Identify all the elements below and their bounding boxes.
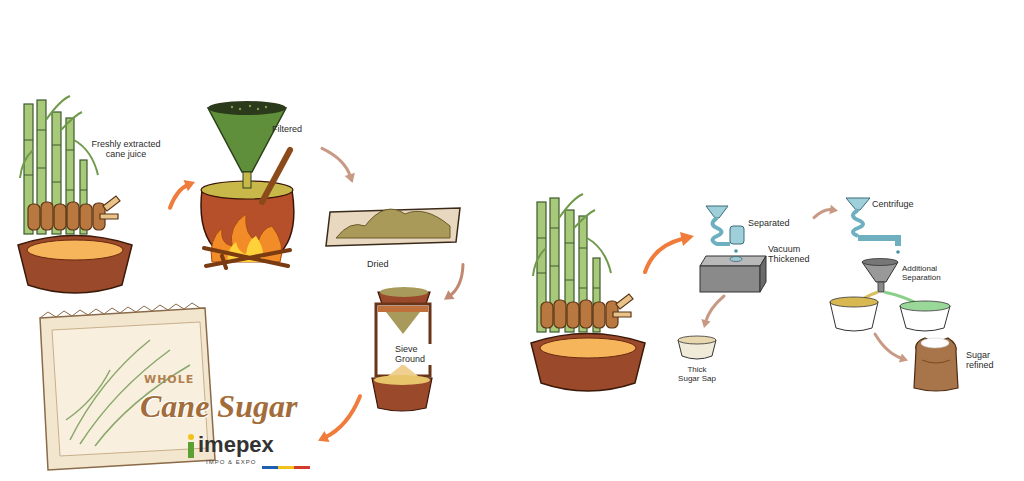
brand-title: Cane Sugar (140, 388, 316, 425)
brand-subtitle: WHOLE (144, 374, 234, 387)
step-label: Freshly extracted cane juice (84, 139, 168, 160)
cooking-pot (243, 172, 251, 188)
step-label: Thick Sugar Sap (676, 365, 718, 383)
vacuum-box (700, 256, 766, 266)
sap-bowl (678, 336, 716, 359)
flow-arrow (705, 296, 724, 323)
arrow-head (899, 353, 908, 362)
flow-arrow (645, 239, 682, 272)
flow-arrow (875, 334, 903, 359)
drying-tray (326, 208, 460, 246)
brand-tagline: IMPO & EXPO (206, 459, 256, 466)
cooking-pot (208, 108, 286, 172)
step-label: Separated (748, 218, 798, 228)
step-label: Sugar refined (966, 350, 1004, 371)
process-stage: Thick Sugar Sap (668, 328, 728, 392)
cooking-pot (239, 108, 241, 110)
drying-tray (326, 208, 460, 246)
separation-funnel (900, 301, 950, 311)
flow-arrow (645, 232, 694, 272)
separation-funnel (830, 297, 878, 307)
process-stage: Additional Separation (826, 254, 966, 334)
flow-arrow (324, 396, 360, 438)
flow-arrow (449, 265, 463, 297)
arrow-head (829, 205, 838, 215)
sieve (388, 364, 418, 376)
logo-mark (188, 442, 194, 458)
logo-mark (262, 466, 278, 469)
cooking-pot (208, 101, 286, 115)
step-label: Dried (367, 259, 407, 269)
cooking-pot (231, 106, 233, 108)
sugar-package (40, 303, 215, 470)
cooking-pot (257, 108, 259, 110)
process-stage: Centrifuge (838, 194, 930, 250)
flow-arrow (170, 185, 189, 208)
separator (713, 218, 731, 244)
centrifuge (853, 210, 863, 236)
vacuum-box (760, 256, 766, 292)
centrifuge (858, 238, 898, 246)
sieve (378, 306, 428, 312)
cane-bowl (531, 194, 645, 391)
step-label: Centrifuge (872, 199, 926, 209)
sieve (376, 304, 430, 376)
arrow-head (444, 290, 455, 300)
sieve (380, 287, 428, 297)
process-stage: Filtered (195, 98, 322, 266)
drying-tray (336, 209, 450, 238)
flow-arrow (680, 232, 694, 246)
centrifuge (896, 250, 900, 254)
separator (706, 206, 728, 218)
step-label: Vacuum Thickened (768, 244, 812, 265)
sap-bowl (678, 336, 716, 344)
vacuum-box (700, 256, 766, 292)
separation-funnel (862, 259, 898, 266)
arrow-head (701, 319, 710, 328)
cooking-pot (262, 150, 290, 202)
process-stage: Dried (325, 183, 463, 279)
process-stage: Sieve Ground (360, 284, 444, 416)
separation-funnel (878, 282, 884, 292)
brand-logo: imepex (198, 432, 274, 457)
flow-arrow (322, 148, 351, 177)
sieve (374, 375, 430, 385)
process-stage: SeparatedVacuum Thickened (694, 198, 814, 296)
step-label: Additional Separation (902, 264, 962, 282)
cooking-pot (249, 105, 251, 107)
cane-bowl (18, 96, 132, 293)
logo-mark (294, 466, 310, 469)
sugar-bag (921, 338, 949, 348)
cooking-pot (265, 106, 267, 108)
sugar-bag (914, 338, 958, 391)
vacuum-box (730, 257, 742, 262)
separator (730, 226, 744, 244)
sugar-package (40, 303, 205, 318)
step-label: Sieve Ground (394, 344, 440, 365)
process-stage: Freshly extracted cane juice (12, 95, 170, 300)
vacuum-box (700, 266, 760, 292)
arrow-head (184, 180, 196, 191)
sieve (386, 312, 420, 334)
cooking-pot (204, 248, 290, 268)
cooking-pot (231, 105, 267, 110)
centrifuge (846, 198, 870, 210)
logo-mark (188, 434, 194, 440)
logo-mark (278, 466, 294, 469)
separator (734, 249, 738, 253)
sugar-bag (922, 360, 950, 363)
sugar-bag (914, 338, 958, 391)
arrow-head (345, 173, 355, 183)
separator (706, 206, 744, 253)
arrow-head (318, 431, 330, 442)
step-label: Filtered (272, 124, 320, 134)
process-stage: Sugar refined (908, 338, 1010, 394)
